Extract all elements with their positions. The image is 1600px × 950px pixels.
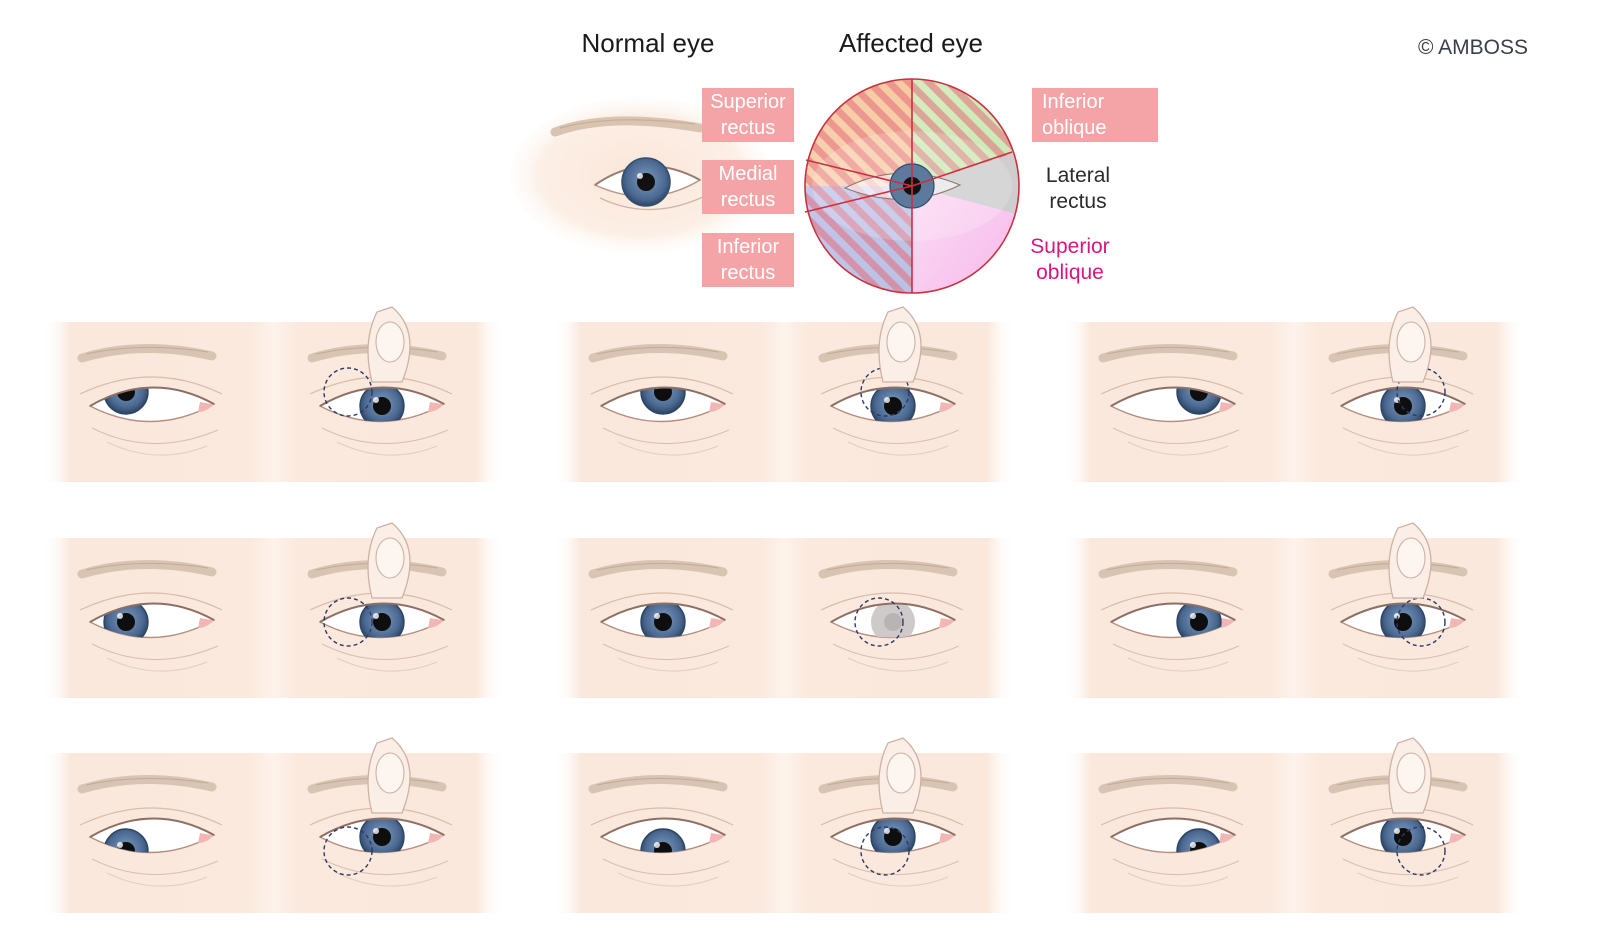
gaze-panel-up-left <box>1063 306 1525 482</box>
finger-lifting-lid <box>367 522 411 599</box>
gaze-panel-up <box>553 306 1015 482</box>
finger-lifting-lid <box>1388 306 1432 383</box>
gaze-panel-primary <box>553 538 1015 698</box>
gaze-panel-down-left <box>1063 737 1525 913</box>
gaze-panel-down <box>553 737 1015 913</box>
finger-lifting-lid <box>878 737 922 814</box>
affected-eye-header: Affected eye <box>838 28 984 58</box>
muscle-action-chart <box>804 78 1020 294</box>
gaze-panel-left <box>1063 522 1525 698</box>
label-inferior-rectus: Inferior rectus <box>702 233 794 287</box>
finger-lifting-lid <box>1388 522 1432 599</box>
gaze-panel-right <box>42 522 504 698</box>
label-lateral-rectus: Lateral rectus <box>1045 164 1111 213</box>
finger-lifting-lid <box>1388 737 1432 814</box>
gaze-panel-down-right <box>42 737 504 913</box>
label-superior-rectus: Superior rectus <box>702 88 794 142</box>
finger-lifting-lid <box>878 306 922 383</box>
label-medial-rectus: Medial rectus <box>702 160 794 214</box>
gaze-panel-up-right <box>42 306 504 482</box>
finger-lifting-lid <box>367 737 411 814</box>
label-superior-oblique: Superior oblique <box>1030 235 1110 284</box>
normal-eye-header: Normal eye <box>581 28 715 58</box>
finger-lifting-lid <box>367 306 411 383</box>
label-inferior-oblique: Inferior oblique <box>1032 88 1158 142</box>
copyright-notice: © AMBOSS <box>1418 36 1529 59</box>
